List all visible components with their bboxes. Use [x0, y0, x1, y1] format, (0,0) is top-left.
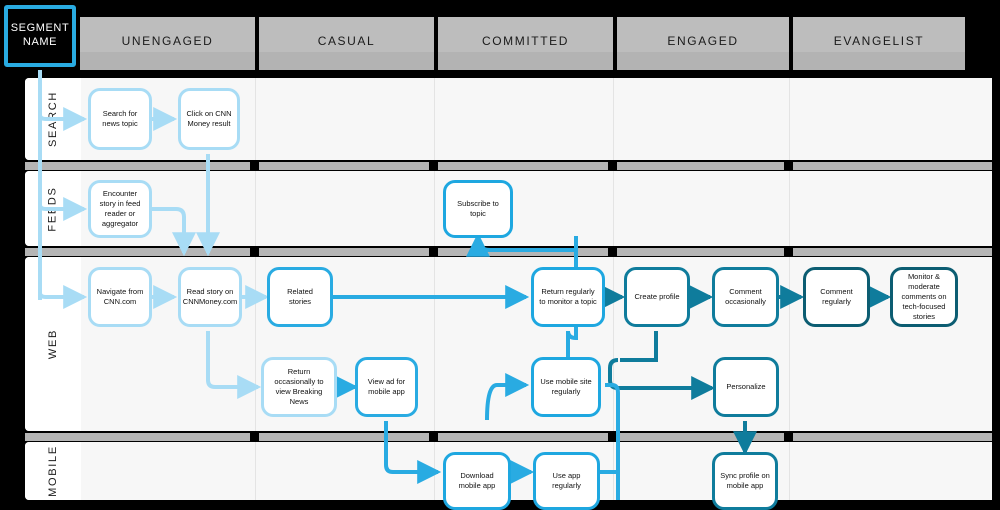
node-label: Search for news topic — [102, 108, 138, 128]
node-label: Personalize — [726, 381, 766, 391]
node-use-app[interactable]: Use app regularly — [533, 452, 600, 510]
column-header-casual[interactable]: CASUAL — [259, 17, 434, 70]
node-return-monitor[interactable]: Return regularly to monitor a topic — [531, 267, 605, 327]
node-label: Monitor & moderate comments on tech-focu… — [901, 271, 947, 322]
node-label: Sync profile on mobile app — [720, 470, 770, 490]
node-related-stories[interactable]: Related stories — [267, 267, 333, 327]
lane-label-web: WEB — [25, 257, 81, 431]
node-encounter-feed[interactable]: Encounter story in feed reader or aggreg… — [88, 180, 152, 238]
segment-name-label: SEGMENT NAME — [10, 22, 70, 48]
node-label: View ad for mobile app — [367, 376, 406, 396]
node-navigate-cnn[interactable]: Navigate from CNN.com — [88, 267, 152, 327]
node-label: Download mobile app — [458, 470, 496, 490]
node-label: Comment regularly — [820, 286, 853, 306]
node-label: Use mobile site regularly — [540, 376, 592, 396]
node-comment-regularly[interactable]: Comment regularly — [803, 267, 870, 327]
lane-label-text: FEEDS — [47, 185, 59, 232]
node-label: Create profile — [634, 291, 680, 301]
lane-label-text: SEARCH — [47, 90, 60, 148]
node-label: Encounter story in feed reader or aggreg… — [99, 188, 141, 229]
lane-label-mobile: MOBILE — [25, 442, 81, 500]
column-header-label: COMMITTED — [481, 34, 570, 48]
lane-label-text: MOBILE — [47, 445, 59, 497]
lane-search: SEARCH — [25, 78, 992, 160]
node-label: Return regularly to monitor a topic — [539, 286, 597, 306]
node-label: Read story on CNNMoney.com — [182, 286, 238, 306]
lane-separator — [25, 248, 992, 256]
node-subscribe-topic[interactable]: Subscribe to topic — [443, 180, 513, 238]
node-search-news[interactable]: Search for news topic — [88, 88, 152, 150]
node-label: Comment occasionally — [725, 286, 766, 306]
column-header-label: ENGAGED — [667, 34, 739, 48]
lane-label-text: WEB — [47, 328, 59, 360]
column-header-evangelist[interactable]: EVANGELIST — [793, 17, 965, 70]
lane-separator — [25, 433, 992, 441]
lane-label-search: SEARCH — [25, 78, 81, 160]
node-label: Related stories — [287, 286, 313, 306]
lane-label-feeds: FEEDS — [25, 171, 81, 246]
column-header-label: UNENGAGED — [121, 34, 214, 48]
node-use-mobile-site[interactable]: Use mobile site regularly — [531, 357, 601, 417]
node-label: Return occasionally to view Breaking New… — [274, 366, 324, 407]
node-label: Click on CNN Money result — [186, 108, 232, 128]
node-click-cnn-money[interactable]: Click on CNN Money result — [178, 88, 240, 150]
node-download-app[interactable]: Download mobile app — [443, 452, 511, 510]
column-header-committed[interactable]: COMMITTED — [438, 17, 613, 70]
node-view-ad[interactable]: View ad for mobile app — [355, 357, 418, 417]
segment-name-box[interactable]: SEGMENT NAME — [4, 5, 76, 67]
node-personalize[interactable]: Personalize — [713, 357, 779, 417]
column-header-unengaged[interactable]: UNENGAGED — [80, 17, 255, 70]
node-return-breaking[interactable]: Return occasionally to view Breaking New… — [261, 357, 337, 417]
lane-separator — [25, 162, 992, 170]
node-sync-profile[interactable]: Sync profile on mobile app — [712, 452, 778, 510]
column-header-label: CASUAL — [317, 34, 376, 48]
node-label: Subscribe to topic — [457, 198, 499, 218]
lane-body — [81, 171, 992, 246]
node-monitor-moderate[interactable]: Monitor & moderate comments on tech-focu… — [890, 267, 958, 327]
node-comment-occasionally[interactable]: Comment occasionally — [712, 267, 779, 327]
column-header-engaged[interactable]: ENGAGED — [617, 17, 789, 70]
node-read-story[interactable]: Read story on CNNMoney.com — [178, 267, 242, 327]
column-header-label: EVANGELIST — [833, 34, 925, 48]
node-label: Use app regularly — [552, 470, 581, 490]
node-label: Navigate from CNN.com — [96, 286, 144, 306]
node-create-profile[interactable]: Create profile — [624, 267, 690, 327]
